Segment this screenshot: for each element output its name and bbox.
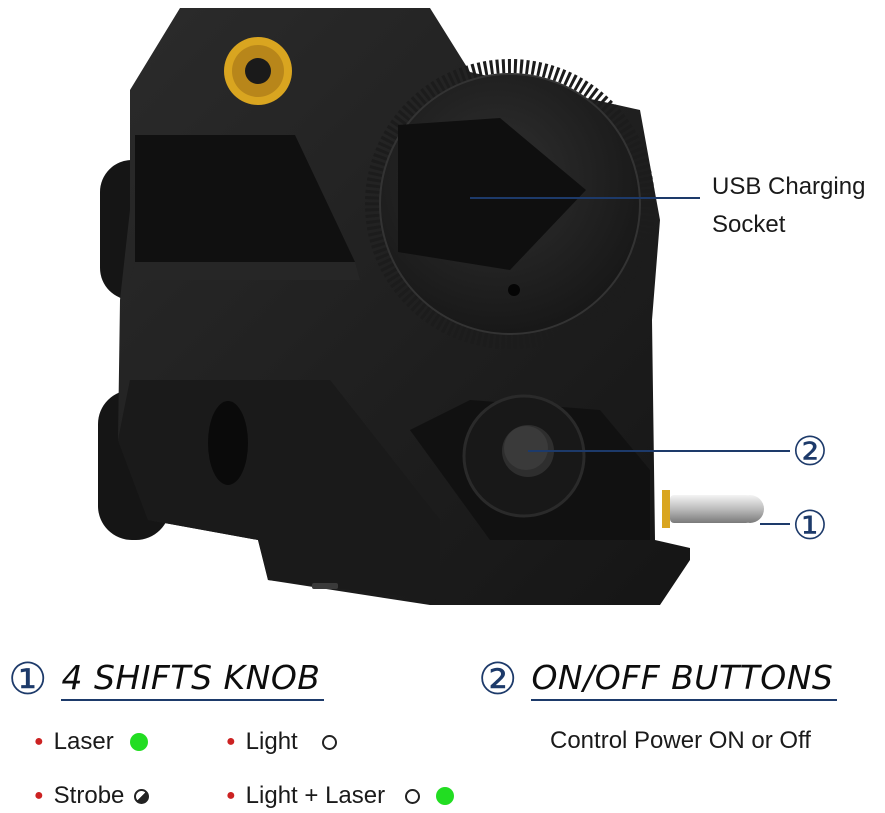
bullet-icon: ●	[226, 787, 236, 804]
knob-section-title: ① 4 SHIFTS KNOB	[8, 653, 325, 705]
switch-pin	[662, 490, 764, 528]
mode-light: ● Light	[226, 727, 337, 757]
knob-callout-number: ①	[792, 503, 828, 549]
lower-bevel	[118, 380, 440, 600]
knob-pointer-plate	[398, 118, 586, 270]
green-dot-icon	[436, 787, 455, 805]
white-circle-icon	[405, 788, 421, 804]
bullet-icon: ●	[34, 733, 44, 750]
mode-label: Light + Laser	[245, 782, 386, 809]
power-button	[462, 394, 586, 518]
usb-callout-line1: USB Charging	[712, 173, 866, 200]
usb-callout-label: USB Charging Socket	[712, 168, 865, 244]
mode-strobe: ● Strobe	[34, 781, 150, 811]
button-callout-number: ②	[792, 429, 828, 475]
mode-label: Light	[245, 728, 298, 755]
bullet-icon: ●	[34, 787, 44, 804]
knob-section-number: ①	[8, 653, 48, 705]
usb-callout-line2: Socket	[712, 211, 786, 238]
green-dot-icon	[129, 733, 148, 751]
rail-edge	[130, 262, 360, 280]
mode-label: Strobe	[53, 782, 125, 809]
knurled-knob	[365, 59, 655, 349]
bottom-notch	[312, 583, 338, 589]
brass-screw	[224, 37, 292, 105]
buttons-section-heading: ON/OFF BUTTONS	[531, 658, 838, 701]
mode-light-laser: ● Light + Laser	[226, 781, 455, 811]
device-illustration	[98, 8, 790, 605]
knob-section-heading: 4 SHIFTS KNOB	[61, 658, 325, 701]
bullet-icon: ●	[226, 733, 236, 750]
buttons-description: Control Power ON or Off	[550, 727, 811, 754]
buttons-section-title: ② ON/OFF BUTTONS	[478, 653, 838, 705]
top-rail	[135, 135, 355, 262]
mode-laser: ● Laser	[34, 727, 148, 757]
white-circle-icon	[321, 734, 337, 750]
mode-label: Laser	[53, 728, 114, 755]
body-slot	[208, 401, 248, 485]
buttons-section-number: ②	[478, 653, 518, 705]
half-filled-circle-icon	[134, 788, 150, 804]
